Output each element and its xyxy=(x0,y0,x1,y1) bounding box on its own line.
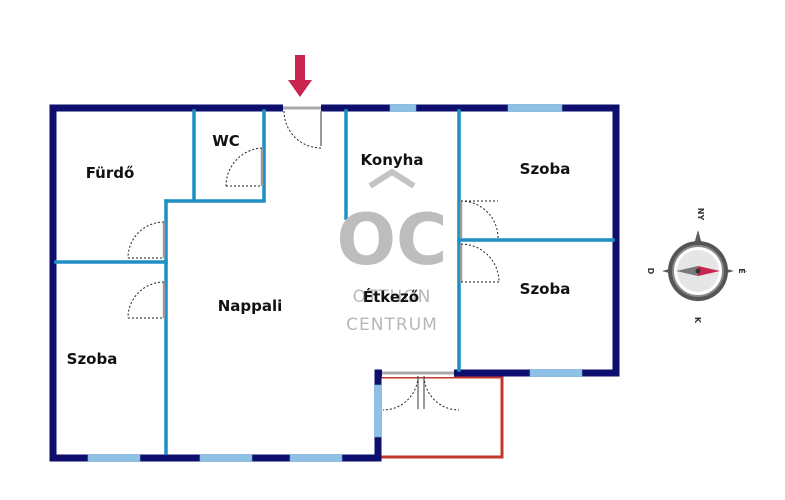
watermark-line2: CENTRUM xyxy=(346,315,438,335)
door-szoba-mid-right xyxy=(459,243,500,283)
compass-icon: NY É K D xyxy=(646,208,748,324)
room-label-furdo: Fürdő xyxy=(86,164,135,182)
balcony-outline xyxy=(380,375,504,459)
watermark: OC OTTHON CENTRUM xyxy=(337,168,448,335)
room-label-nappali: Nappali xyxy=(218,297,283,315)
window-szoba-right xyxy=(529,369,583,377)
watermark-roof-icon xyxy=(368,168,416,189)
room-labels: Fürdő WC Konyha Szoba Szoba Nappali Étke… xyxy=(67,132,571,368)
room-label-szoba-top-right: Szoba xyxy=(520,160,571,178)
compass-south-label: K xyxy=(693,317,702,324)
window-bottom-2 xyxy=(199,454,253,462)
room-label-konyha: Konyha xyxy=(361,151,424,169)
interior-walls xyxy=(54,109,615,455)
compass-east-label: É xyxy=(737,268,748,273)
doors xyxy=(127,110,500,411)
door-furdo xyxy=(127,221,166,259)
entrance-arrow-icon xyxy=(288,55,312,97)
window-szoba-top xyxy=(507,104,563,112)
room-label-wc: WC xyxy=(212,132,240,150)
watermark-line1: OTTHON xyxy=(353,287,432,307)
door-balcony xyxy=(382,376,460,411)
window-bottom-3 xyxy=(289,454,343,462)
window-konyha xyxy=(389,104,417,112)
door-wc xyxy=(225,147,264,187)
room-label-szoba-left: Szoba xyxy=(67,350,118,368)
room-label-szoba-mid-right: Szoba xyxy=(520,280,571,298)
door-entrance xyxy=(283,110,322,149)
window-balcony-side xyxy=(374,384,382,438)
door-szoba-top-right xyxy=(459,200,499,239)
room-label-etkezo: Étkező xyxy=(363,287,419,306)
watermark-logo: OC xyxy=(337,199,448,281)
door-szoba-left xyxy=(127,281,166,319)
windows xyxy=(87,104,583,462)
compass-north-label: NY xyxy=(696,208,705,221)
window-bottom-1 xyxy=(87,454,141,462)
compass-west-label: D xyxy=(646,268,655,275)
